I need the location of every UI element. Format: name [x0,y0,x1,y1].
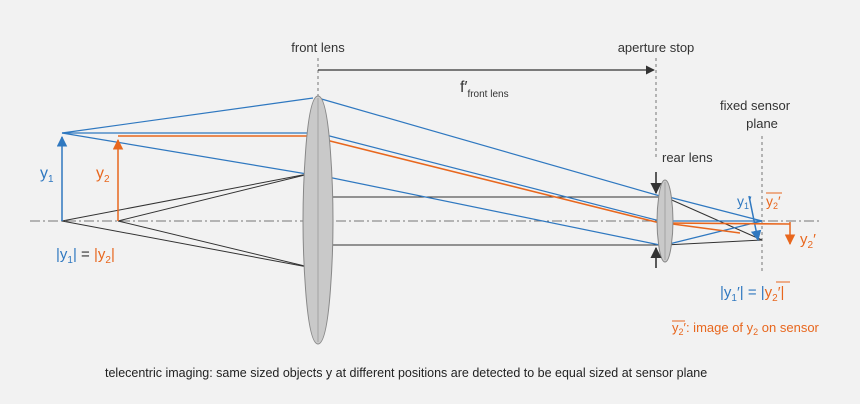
y2-prime-bar-label: y2′ [766,193,781,211]
y1-prime-label: y1′ [737,193,752,211]
front-lens-label: front lens [291,40,345,55]
focal-length-label: f′front lens [460,79,509,100]
orange-rays [112,135,796,246]
dark-rays [61,172,763,269]
caption: telecentric imaging: same sized objects … [105,366,707,380]
y2-prime-label: y2′ [800,231,816,251]
image-equation: |y1′| = |y2′| [720,284,784,304]
fixed-sensor-label: fixed sensor [720,98,791,113]
y1-label: y1 [40,165,54,185]
focal-f: f′ [460,79,467,96]
object-equation: |y1| = |y2| [56,246,115,266]
focal-sub: front lens [467,89,508,100]
blue-rays [56,97,763,246]
aperture-stop-label: aperture stop [618,40,695,55]
y2-label: y2 [96,165,110,185]
fixed-sensor-label-2: plane [746,116,778,131]
rear-lens-label: rear lens [662,150,713,165]
legend-text: y2′: image of y2 on sensor [672,320,820,337]
